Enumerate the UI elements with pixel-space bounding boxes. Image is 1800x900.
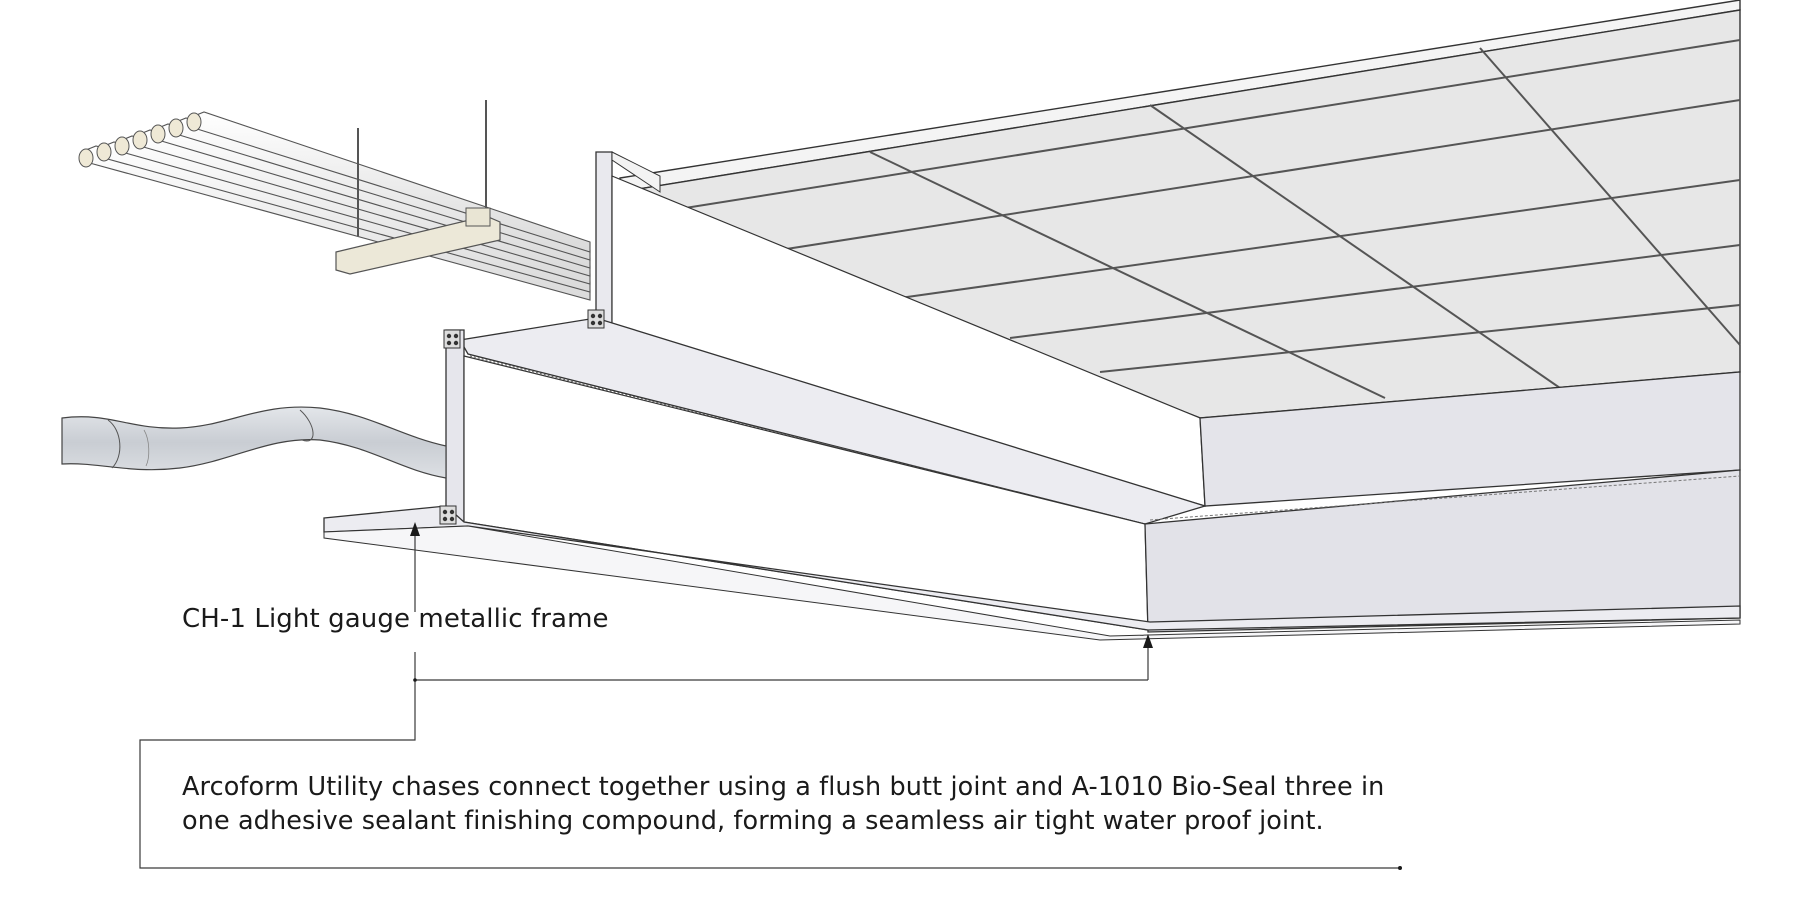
joint-arrow-head: [1143, 634, 1153, 648]
pipe-bundle: [78, 100, 591, 301]
caption-line-1: Arcoform Utility chases connect together…: [182, 772, 1385, 802]
caption-leader-end-dot: [1398, 866, 1402, 870]
frame-label: CH-1 Light gauge metallic frame: [182, 604, 609, 634]
frame-arrow-head: [410, 522, 420, 536]
metallic-frame-brackets: [439, 309, 605, 525]
joint-caption: Arcoform Utility chases connect together…: [182, 770, 1502, 838]
arrow-heads: [410, 522, 1402, 870]
upper-chase-body: [595, 151, 1741, 507]
upper-ledge: [458, 317, 1208, 525]
span-leader-start-dot: [413, 678, 417, 682]
lower-chase-body: [323, 329, 1741, 641]
flexible-air-duct: [61, 406, 447, 479]
leader-lines: [139, 532, 1400, 869]
caption-line-2: one adhesive sealant finishing compound,…: [182, 806, 1324, 836]
